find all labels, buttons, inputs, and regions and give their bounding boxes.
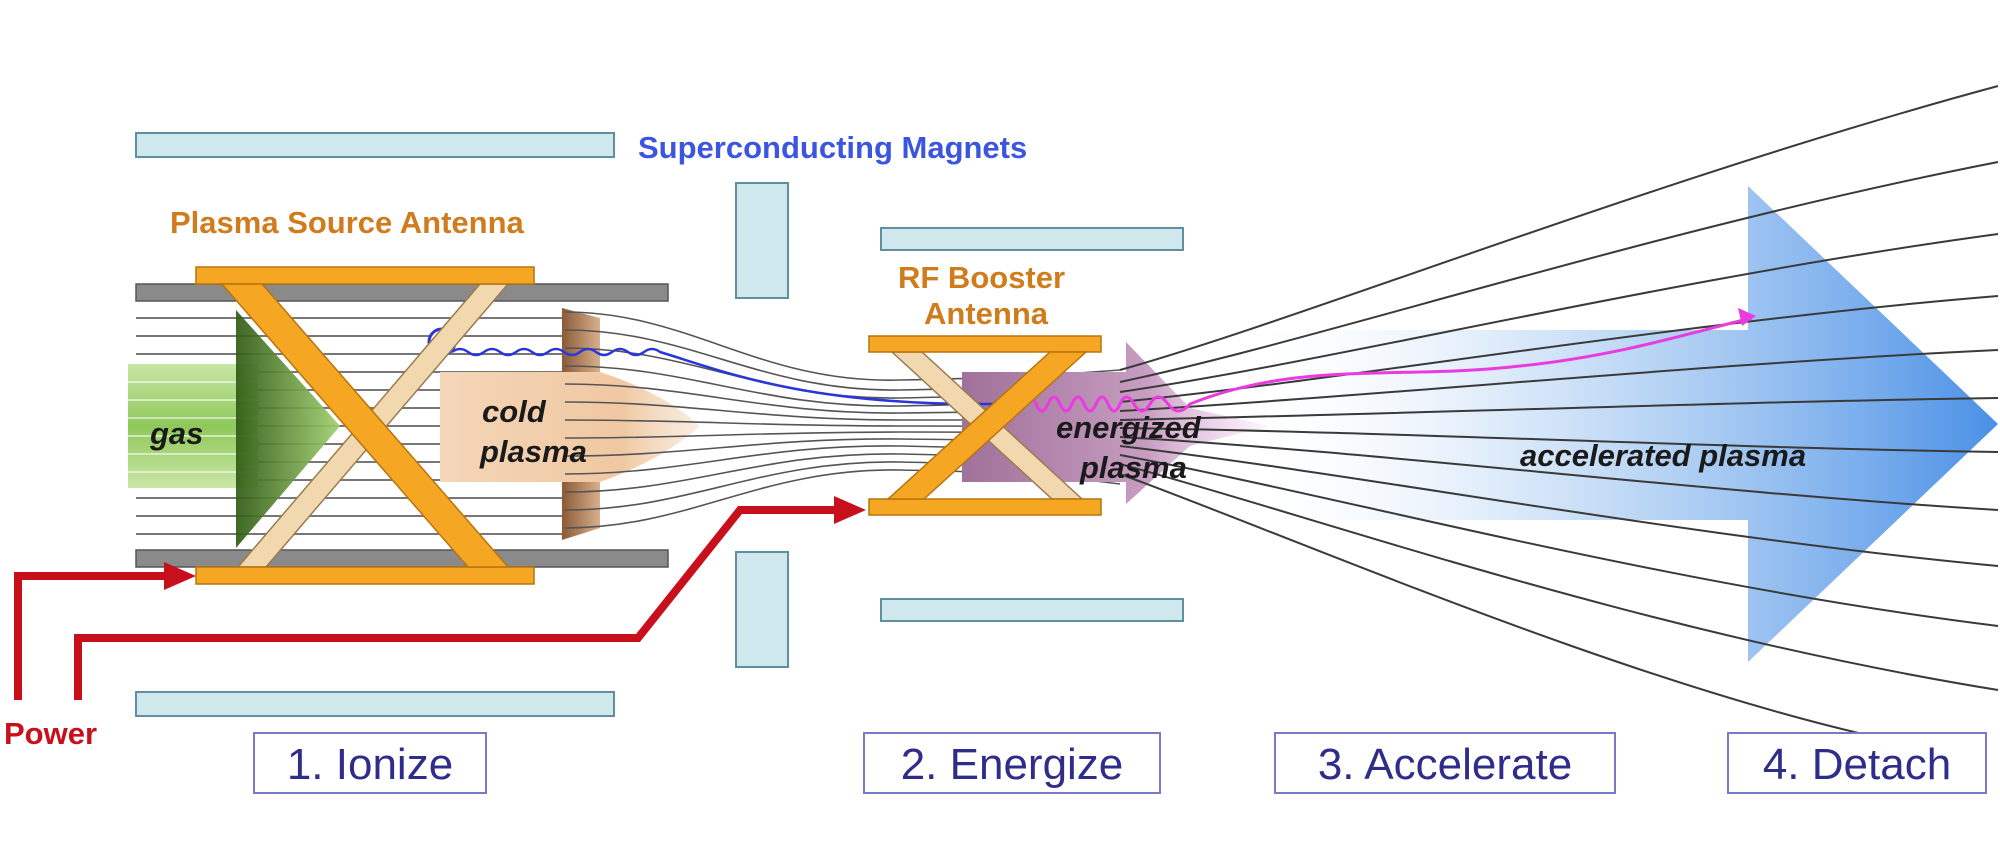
stage-accelerate: 3. Accelerate (1274, 732, 1616, 794)
trajectory-arrowhead (1738, 308, 1756, 326)
rf-booster-label-line1: RF Booster (898, 260, 1065, 295)
tube-wall-top (135, 283, 669, 302)
stage-label: 3. Accelerate (1318, 740, 1572, 789)
magnet-top-right (880, 227, 1184, 251)
antenna-front-strap (220, 283, 510, 568)
rf-booster-label-line2: Antenna (924, 296, 1049, 331)
power-arrow-booster (834, 496, 866, 524)
gas-inflow (128, 310, 340, 548)
power-feeds (14, 506, 842, 700)
magnet-center-lower (735, 551, 789, 668)
power-line-booster (74, 506, 842, 700)
power-line-source (14, 572, 168, 700)
diverging-field-lines (1119, 85, 1999, 739)
accelerated-plasma-region (1230, 186, 1998, 662)
energized-plasma-label-line1: energized (1056, 410, 1202, 445)
magnet-bottom-right (880, 598, 1184, 622)
gas-cone (236, 310, 340, 548)
stage-box (253, 732, 487, 794)
stage-energize: 2. Energize (863, 732, 1161, 794)
stage-label: 1. Ionize (287, 740, 453, 789)
superconducting-magnets (135, 132, 1184, 717)
stage-detach: 4. Detach (1727, 732, 1987, 794)
stage-box (1274, 732, 1616, 794)
stage-box (863, 732, 1161, 794)
magenta-helical-path (998, 316, 1753, 413)
plasma-source-antenna (195, 266, 535, 585)
blue-helical-path (451, 347, 1000, 406)
cold-plasma-label-line2: plasma (479, 434, 587, 469)
stage-ionize: 1. Ionize (253, 732, 487, 794)
cold-plasma-label-line1: cold (482, 394, 547, 429)
accelerated-plasma-label: accelerated plasma (1520, 438, 1806, 473)
stage-label: 2. Energize (901, 740, 1124, 789)
power-label: Power (4, 716, 97, 751)
gas-label: gas (149, 416, 203, 451)
stage-box (1727, 732, 1987, 794)
tube-wall-bottom (135, 549, 669, 568)
power-arrow-source (164, 562, 196, 590)
accelerated-plasma-arrow (1230, 186, 1998, 662)
magnet-top-left (135, 132, 615, 158)
magnet-center-upper (735, 182, 789, 299)
booster-top-bar (868, 335, 1102, 353)
booster-bottom-bar (868, 498, 1102, 516)
booster-front-strap (886, 351, 1088, 500)
superconducting-magnets-label: Superconducting Magnets (638, 130, 1027, 165)
plasma-source-antenna-label: Plasma Source Antenna (170, 205, 525, 240)
rf-booster-antenna (868, 335, 1102, 516)
antenna-bottom-bar (195, 566, 535, 585)
stage-label: 4. Detach (1763, 740, 1951, 789)
magnet-bottom-left (135, 691, 615, 717)
antenna-top-bar (195, 266, 535, 285)
energized-plasma-label-line2: plasma (1079, 450, 1187, 485)
